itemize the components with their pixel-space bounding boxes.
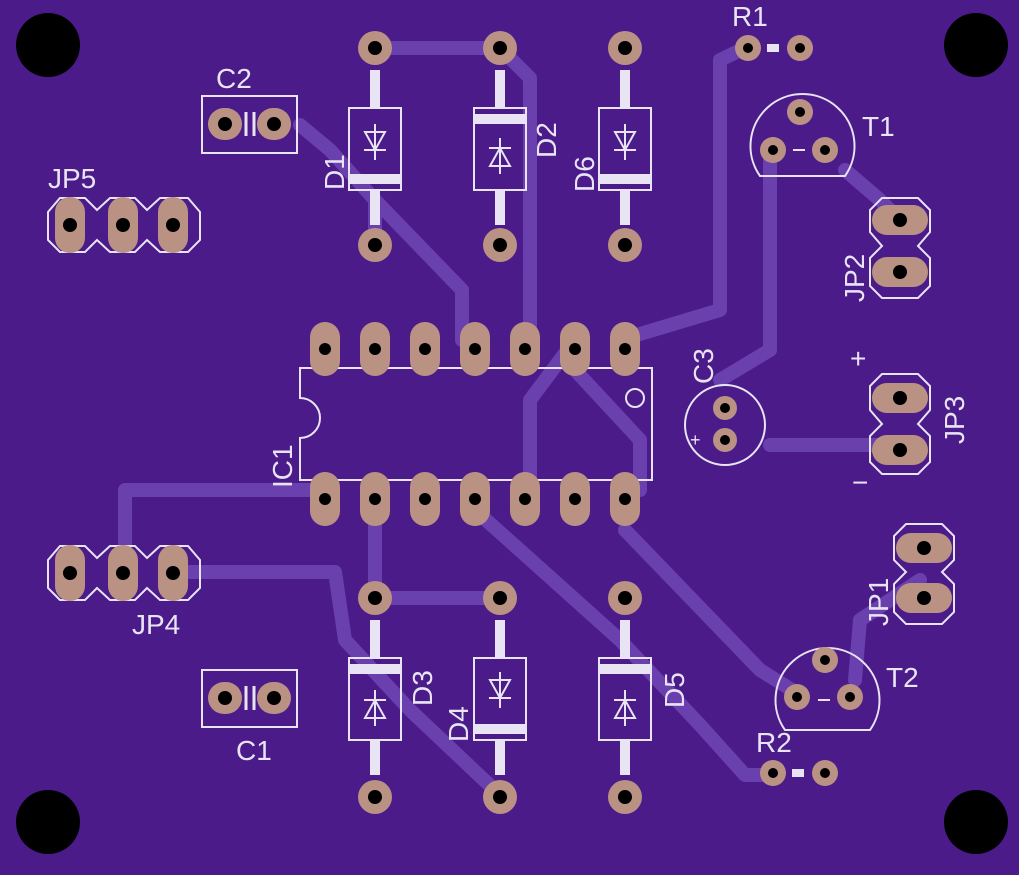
silkscreen — [47, 93, 955, 731]
label-jp3: JP3 — [939, 396, 970, 444]
t1-outline — [749, 93, 856, 177]
diode-d2 — [473, 70, 527, 225]
diode-d3 — [348, 620, 402, 775]
mounting-holes — [16, 13, 1008, 854]
label-jp5: JP5 — [48, 163, 96, 194]
label-jp2: JP2 — [839, 254, 870, 302]
diode-symbol-icon — [613, 124, 637, 160]
t2-outline — [774, 647, 881, 731]
label-jp3-minus: − — [852, 467, 868, 498]
diode-symbol-icon — [488, 672, 512, 708]
diode-d6 — [598, 70, 652, 225]
label-jp4: JP4 — [132, 609, 180, 640]
label-d3: D3 — [407, 670, 438, 706]
label-r1: R1 — [732, 1, 768, 32]
diode-symbol-icon — [363, 124, 387, 160]
jp3-outline — [869, 373, 931, 475]
c1-outline — [201, 669, 298, 728]
label-d4: D4 — [443, 706, 474, 742]
label-c2: C2 — [216, 63, 252, 94]
label-jp1: JP1 — [863, 578, 894, 626]
mounting-hole-icon — [16, 13, 80, 77]
diode-d4 — [473, 620, 527, 775]
label-c3-plus: + — [690, 430, 701, 450]
diode-symbol-icon — [488, 138, 512, 174]
ic1-pin1-dot — [625, 388, 645, 408]
capacitor-symbol-icon — [244, 112, 256, 710]
label-ic1: IC1 — [267, 444, 298, 488]
label-jp3-plus: + — [850, 343, 866, 374]
label-c1: C1 — [236, 735, 272, 766]
label-d6: D6 — [569, 156, 600, 192]
ic1-outline — [299, 367, 653, 481]
label-d5: D5 — [659, 672, 690, 708]
jp1-outline — [893, 523, 955, 625]
mounting-hole-icon — [944, 13, 1008, 77]
c3-outline — [684, 384, 766, 466]
diode-d1 — [348, 70, 402, 225]
label-r2: R2 — [756, 727, 792, 758]
label-t2: T2 — [886, 662, 919, 693]
mounting-hole-icon — [16, 790, 80, 854]
diode-symbol-icon — [363, 690, 387, 726]
label-d1: D1 — [319, 154, 350, 190]
pads — [55, 31, 952, 814]
mounting-hole-icon — [944, 790, 1008, 854]
jp2-outline — [869, 197, 931, 299]
diode-symbol-icon — [613, 690, 637, 726]
label-c3: C3 — [688, 348, 719, 384]
label-t1: T1 — [862, 111, 895, 142]
diode-d5 — [598, 620, 652, 775]
c2-outline — [201, 95, 298, 154]
diodes — [348, 70, 652, 775]
copper-traces — [118, 41, 927, 802]
label-d2: D2 — [531, 122, 562, 158]
labels: R1 R2 C2 C1 JP5 JP4 T1 T2 + + − IC1 C3 J… — [48, 1, 970, 766]
